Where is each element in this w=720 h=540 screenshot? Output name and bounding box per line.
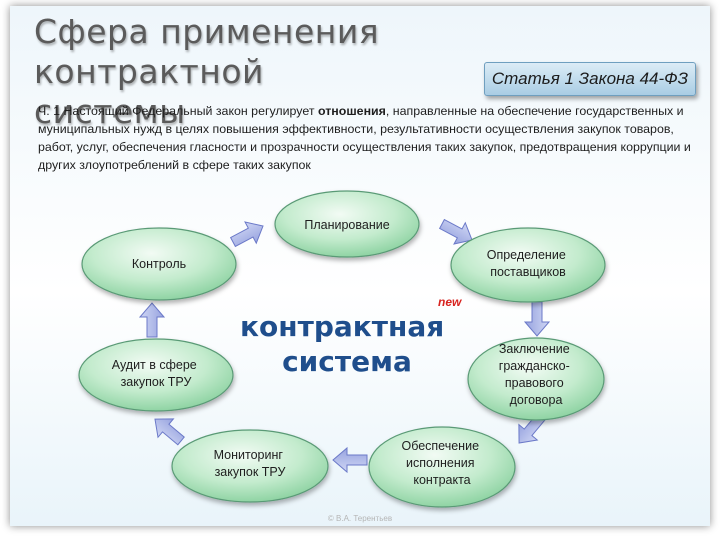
- node-planning-line-1: Планирование: [304, 218, 389, 232]
- slide: Сфера применения контрактной системы Ста…: [10, 6, 710, 526]
- arrow-suppliers-to-contract: [523, 301, 551, 337]
- node-contract-line-1: Заключение: [499, 342, 570, 356]
- node-audit-line-2: закупок ТРУ: [121, 375, 192, 389]
- center-line-2: система: [282, 345, 412, 378]
- node-control: Контроль: [81, 227, 237, 301]
- node-monitoring: Мониторинг закупок ТРУ: [171, 429, 329, 503]
- arrow-execution-to-monitoring: [332, 446, 368, 474]
- node-monitoring-line-1: Мониторинг: [214, 448, 284, 462]
- node-contract-conclusion: Заключение гражданско- правового договор…: [467, 337, 605, 421]
- page-title: Сфера применения контрактной системы: [34, 12, 594, 132]
- cycle-diagram: Планирование Определение поставщиков Зак…: [78, 190, 606, 508]
- node-suppliers-line-1: Определение: [487, 248, 566, 262]
- node-monitoring-line-2: закупок ТРУ: [215, 465, 286, 479]
- node-contract-execution: Обеспечение исполнения контракта: [368, 426, 516, 508]
- paragraph-end: , направленные на обеспечение государств…: [38, 104, 691, 172]
- arrow-control-to-planning: [229, 221, 264, 248]
- node-supplier-selection: Определение поставщиков: [450, 227, 606, 303]
- law-paragraph: Ч. 1 Настоящий Федеральный закон регулир…: [38, 102, 702, 174]
- node-execution-line-1: Обеспечение: [401, 439, 479, 453]
- node-contract-line-4: договора: [510, 393, 563, 407]
- node-control-line-1: Контроль: [132, 257, 186, 271]
- svg-text:Мониторинг закупок ТРУ: Мониторинг закупок ТРУ: [214, 448, 287, 479]
- svg-text:Заключение гражданско-: Заключение гражданско- правового договор…: [499, 342, 573, 407]
- svg-text:Обеспечение исполнения: Обеспечение исполнения контракта: [401, 439, 482, 487]
- node-execution-line-3: контракта: [413, 473, 470, 487]
- node-planning: Планирование: [274, 190, 420, 258]
- node-suppliers-line-2: поставщиков: [490, 265, 566, 279]
- paragraph-start: Ч. 1 Настоящий Федеральный закон регулир…: [38, 104, 318, 118]
- law-article-badge: Статья 1 Закона 44-ФЗ: [484, 62, 696, 96]
- node-audit: Аудит в сфере закупок ТРУ: [78, 338, 234, 412]
- arrow-monitoring-to-audit: [154, 418, 185, 446]
- node-contract-line-2: гражданско-: [499, 359, 570, 373]
- title-line-1: Сфера применения контрактной: [34, 12, 380, 91]
- svg-text:Контроль: Контроль: [132, 257, 186, 271]
- title-line-2: системы: [34, 92, 186, 131]
- node-execution-line-2: исполнения: [406, 456, 474, 470]
- paragraph-bold: отношения: [317, 104, 386, 118]
- center-label: контрактная система: [240, 310, 454, 378]
- node-audit-line-1: Аудит в сфере: [112, 358, 197, 372]
- footer-credit: © В.А. Терентьев: [327, 514, 393, 523]
- center-line-1: контрактная: [240, 310, 444, 343]
- svg-text:Определение поставщико: Определение поставщиков: [487, 248, 570, 279]
- svg-text:Планирование: Планирование: [304, 218, 389, 232]
- arrow-audit-to-control: [138, 302, 166, 338]
- new-tag: new: [438, 295, 462, 309]
- node-contract-line-3: правового: [505, 376, 564, 390]
- svg-text:Аудит в сфере закупок: Аудит в сфере закупок ТРУ: [112, 358, 201, 389]
- arrow-planning-to-suppliers: [438, 218, 473, 245]
